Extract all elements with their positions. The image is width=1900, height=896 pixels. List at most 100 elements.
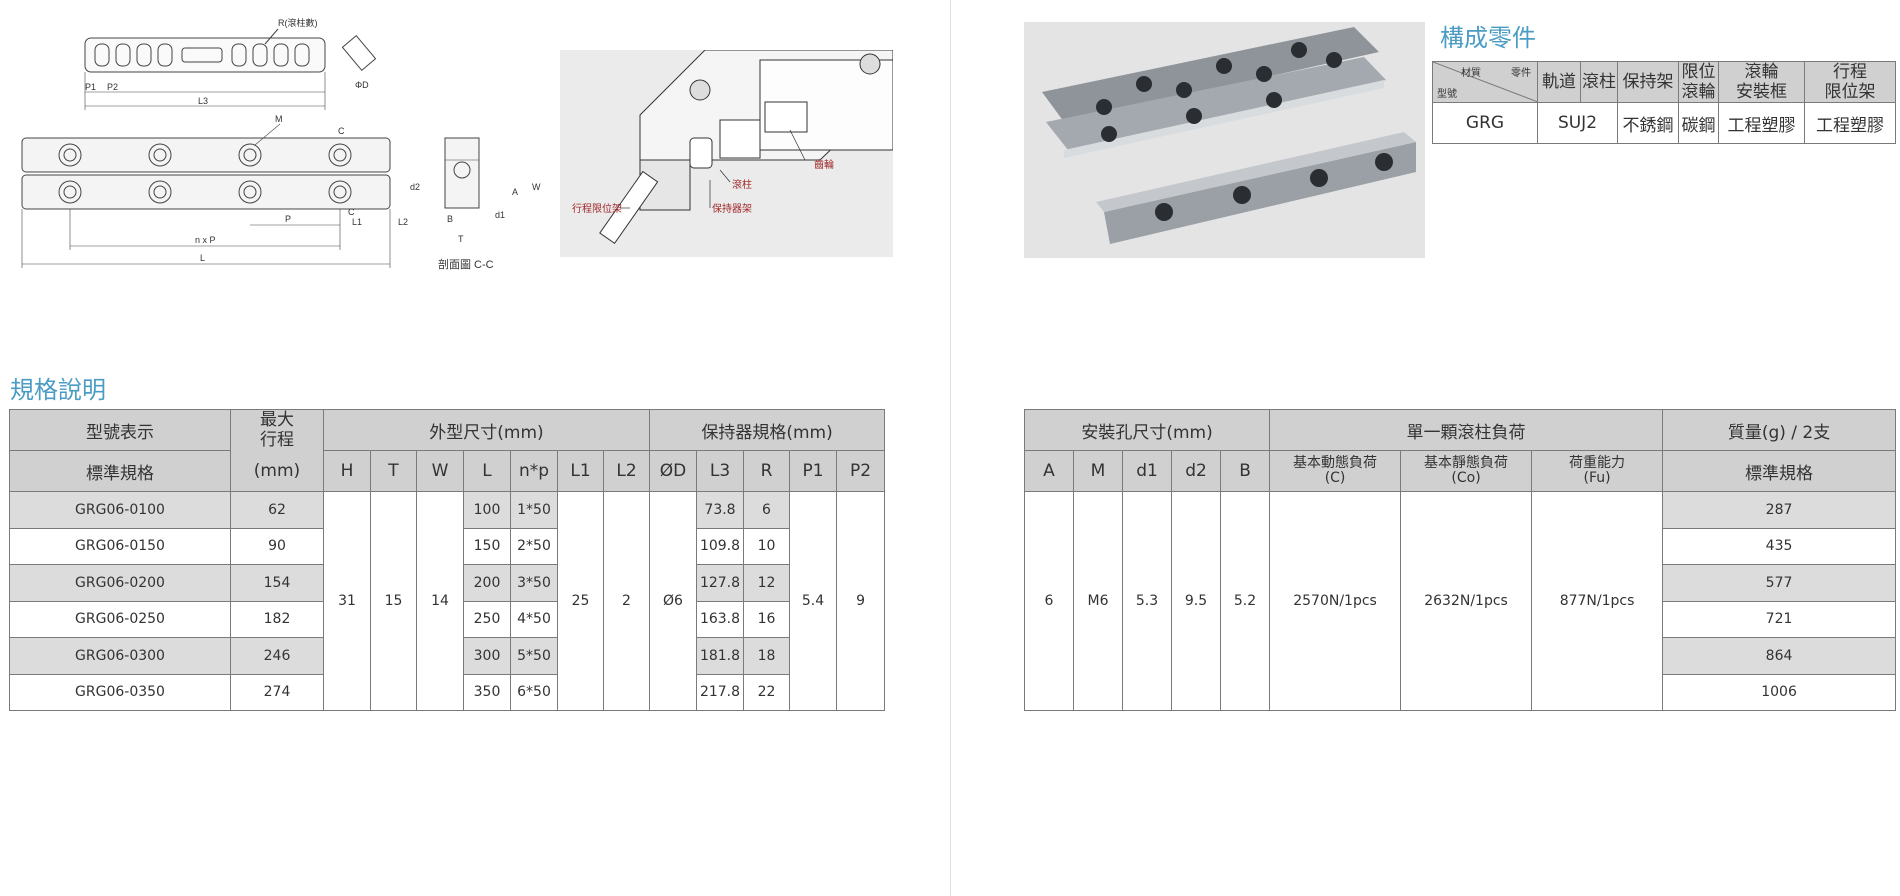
load-header-mount: 安裝孔尺寸(mm)	[1023, 409, 1271, 451]
corner-material: 材質	[1461, 68, 1481, 79]
parts-cell-model: GRG	[1432, 102, 1538, 144]
load-cell-mass: 864	[1662, 637, 1897, 675]
spec-section-title: 規格說明	[10, 376, 106, 404]
parts-cell-plastic-frame: 工程塑膠	[1718, 102, 1805, 144]
spec-cell-l: 150	[463, 527, 511, 565]
label-p2: P2	[107, 82, 118, 92]
parts-cell-suj2: SUJ2	[1537, 102, 1618, 144]
spec-cell-l: 250	[463, 600, 511, 638]
spec-sub-header: n*p	[510, 450, 558, 492]
section-view	[444, 137, 480, 209]
load-header-capacity-name: 荷重能力	[1569, 455, 1626, 471]
table-row: GRG06-0150 90 150 2*50 109.8 10	[9, 527, 885, 565]
spec-cell-np: 1*50	[510, 491, 558, 529]
spec-cell-np: 4*50	[510, 600, 558, 638]
label-cage: 保持器架	[712, 202, 752, 215]
parts-section-title: 構成零件	[1440, 24, 1536, 52]
parts-table: 材質 零件 型號 軌道 滾柱 保持架 限位 滾輪 滾輪 安裝框 行程 限位架 G…	[1432, 61, 1896, 144]
spec-cell-p1: 5.4	[789, 491, 837, 711]
load-header-dynamic-sym: (C)	[1324, 470, 1346, 486]
label-r-note: R(滾柱數)	[278, 17, 318, 28]
table-row: GRG06-0100 62 31 15 14 100 1*50 25 2 Ø6 …	[9, 491, 886, 711]
label-l1: L1	[352, 217, 362, 227]
spec-cell-t: 15	[370, 491, 417, 711]
spec-header-model: 型號表示	[9, 409, 231, 451]
rail-lower	[21, 174, 391, 210]
load-sub-header: M	[1073, 450, 1123, 492]
spec-sub-header: P2	[835, 450, 886, 492]
spec-cell-d: Ø6	[649, 491, 697, 711]
spec-cell-l3: 73.8	[696, 491, 744, 529]
table-row: 864	[1025, 637, 1897, 675]
spec-cell-model: GRG06-0250	[9, 600, 231, 638]
parts-header-rail: 軌道	[1537, 61, 1581, 103]
spec-header-stroke: 最大 行程	[230, 409, 324, 451]
spec-cell-r: 18	[743, 637, 790, 675]
label-l3: L3	[198, 96, 208, 106]
load-cell-co: 2632N/1pcs	[1400, 491, 1533, 711]
load-header-capacity: 荷重能力 (Fu)	[1531, 450, 1664, 492]
spec-cell-r: 12	[743, 564, 790, 602]
table-row: 435	[1025, 527, 1897, 565]
spec-cell-stroke: 90	[230, 527, 324, 565]
load-cell-m: M6	[1073, 491, 1123, 711]
spec-cell-model: GRG06-0150	[9, 527, 231, 565]
rail-upper	[21, 137, 391, 173]
load-cell-mass: 577	[1662, 564, 1897, 602]
spec-cell-model: GRG06-0100	[9, 491, 231, 529]
assembly-diagram: 齒輪 滾柱 保持器架 行程限位架	[560, 49, 894, 257]
spec-sub-header: H	[323, 450, 371, 492]
load-header-mass-standard: 標準規格	[1662, 450, 1897, 492]
table-row: 1006	[1025, 673, 1897, 711]
load-cell-a: 6	[1024, 491, 1074, 711]
spec-cell-np: 2*50	[510, 527, 558, 565]
spec-header-standard: 標準規格	[9, 450, 231, 492]
spec-sub-header: P1	[789, 450, 837, 492]
load-header-load: 單一顆滾柱負荷	[1269, 409, 1664, 451]
spec-sub-header: L1	[557, 450, 604, 492]
spec-cell-l: 200	[463, 564, 511, 602]
spec-cell-w: 14	[416, 491, 464, 711]
label-b: B	[447, 214, 453, 224]
load-sub-header: d1	[1122, 450, 1172, 492]
label-p: P	[285, 214, 291, 224]
spec-cell-h: 31	[323, 491, 371, 711]
spec-sub-header: L2	[603, 450, 650, 492]
load-cell-d2: 9.5	[1171, 491, 1221, 711]
spec-cell-l3: 217.8	[696, 673, 744, 711]
spec-sub-header: T	[370, 450, 417, 492]
label-a: A	[512, 187, 518, 197]
spec-cell-np: 6*50	[510, 673, 558, 711]
load-header-capacity-sym: (Fu)	[1583, 470, 1611, 486]
section-caption: 剖面圖 C-C	[438, 257, 494, 271]
load-sub-header: A	[1024, 450, 1074, 492]
label-m: M	[275, 114, 283, 124]
corner-model: 型號	[1437, 89, 1457, 100]
spec-cell-p2: 9	[835, 491, 886, 711]
load-cell-mass: 287	[1662, 491, 1897, 529]
spec-cell-l3: 163.8	[696, 600, 744, 638]
label-stroke-stopper: 行程限位架	[572, 202, 622, 215]
load-table: 安裝孔尺寸(mm) 單一顆滾柱負荷 質量(g) / 2支 A M d1 d2 B…	[1023, 409, 1897, 711]
spec-cell-l3: 127.8	[696, 564, 744, 602]
spec-sub-header: L3	[696, 450, 744, 492]
page-divider	[950, 0, 951, 896]
label-p1: P1	[85, 82, 96, 92]
spec-cell-l3: 109.8	[696, 527, 744, 565]
parts-header-stop-roller: 限位 滾輪	[1678, 61, 1719, 103]
corner-part: 零件	[1511, 68, 1531, 79]
product-photo	[1024, 22, 1425, 258]
load-header-mass: 質量(g) / 2支	[1662, 409, 1897, 451]
load-cell-c: 2570N/1pcs	[1269, 491, 1402, 711]
parts-cell-plastic-stopper: 工程塑膠	[1804, 102, 1896, 144]
spec-cell-l1: 25	[557, 491, 604, 711]
load-sub-header: B	[1219, 450, 1271, 492]
spec-cell-np: 3*50	[510, 564, 558, 602]
spec-cell-model: GRG06-0300	[9, 637, 231, 675]
spec-cell-stroke: 274	[230, 673, 324, 711]
label-w: W	[532, 182, 541, 192]
spec-sub-header: ØD	[649, 450, 697, 492]
technical-drawing: R(滾柱數) P1 P2 L3 ΦD M C P C L1 L2 n x P L…	[21, 17, 541, 271]
spec-header-outer: 外型尺寸(mm)	[323, 409, 650, 451]
spec-cell-r: 10	[743, 527, 790, 565]
